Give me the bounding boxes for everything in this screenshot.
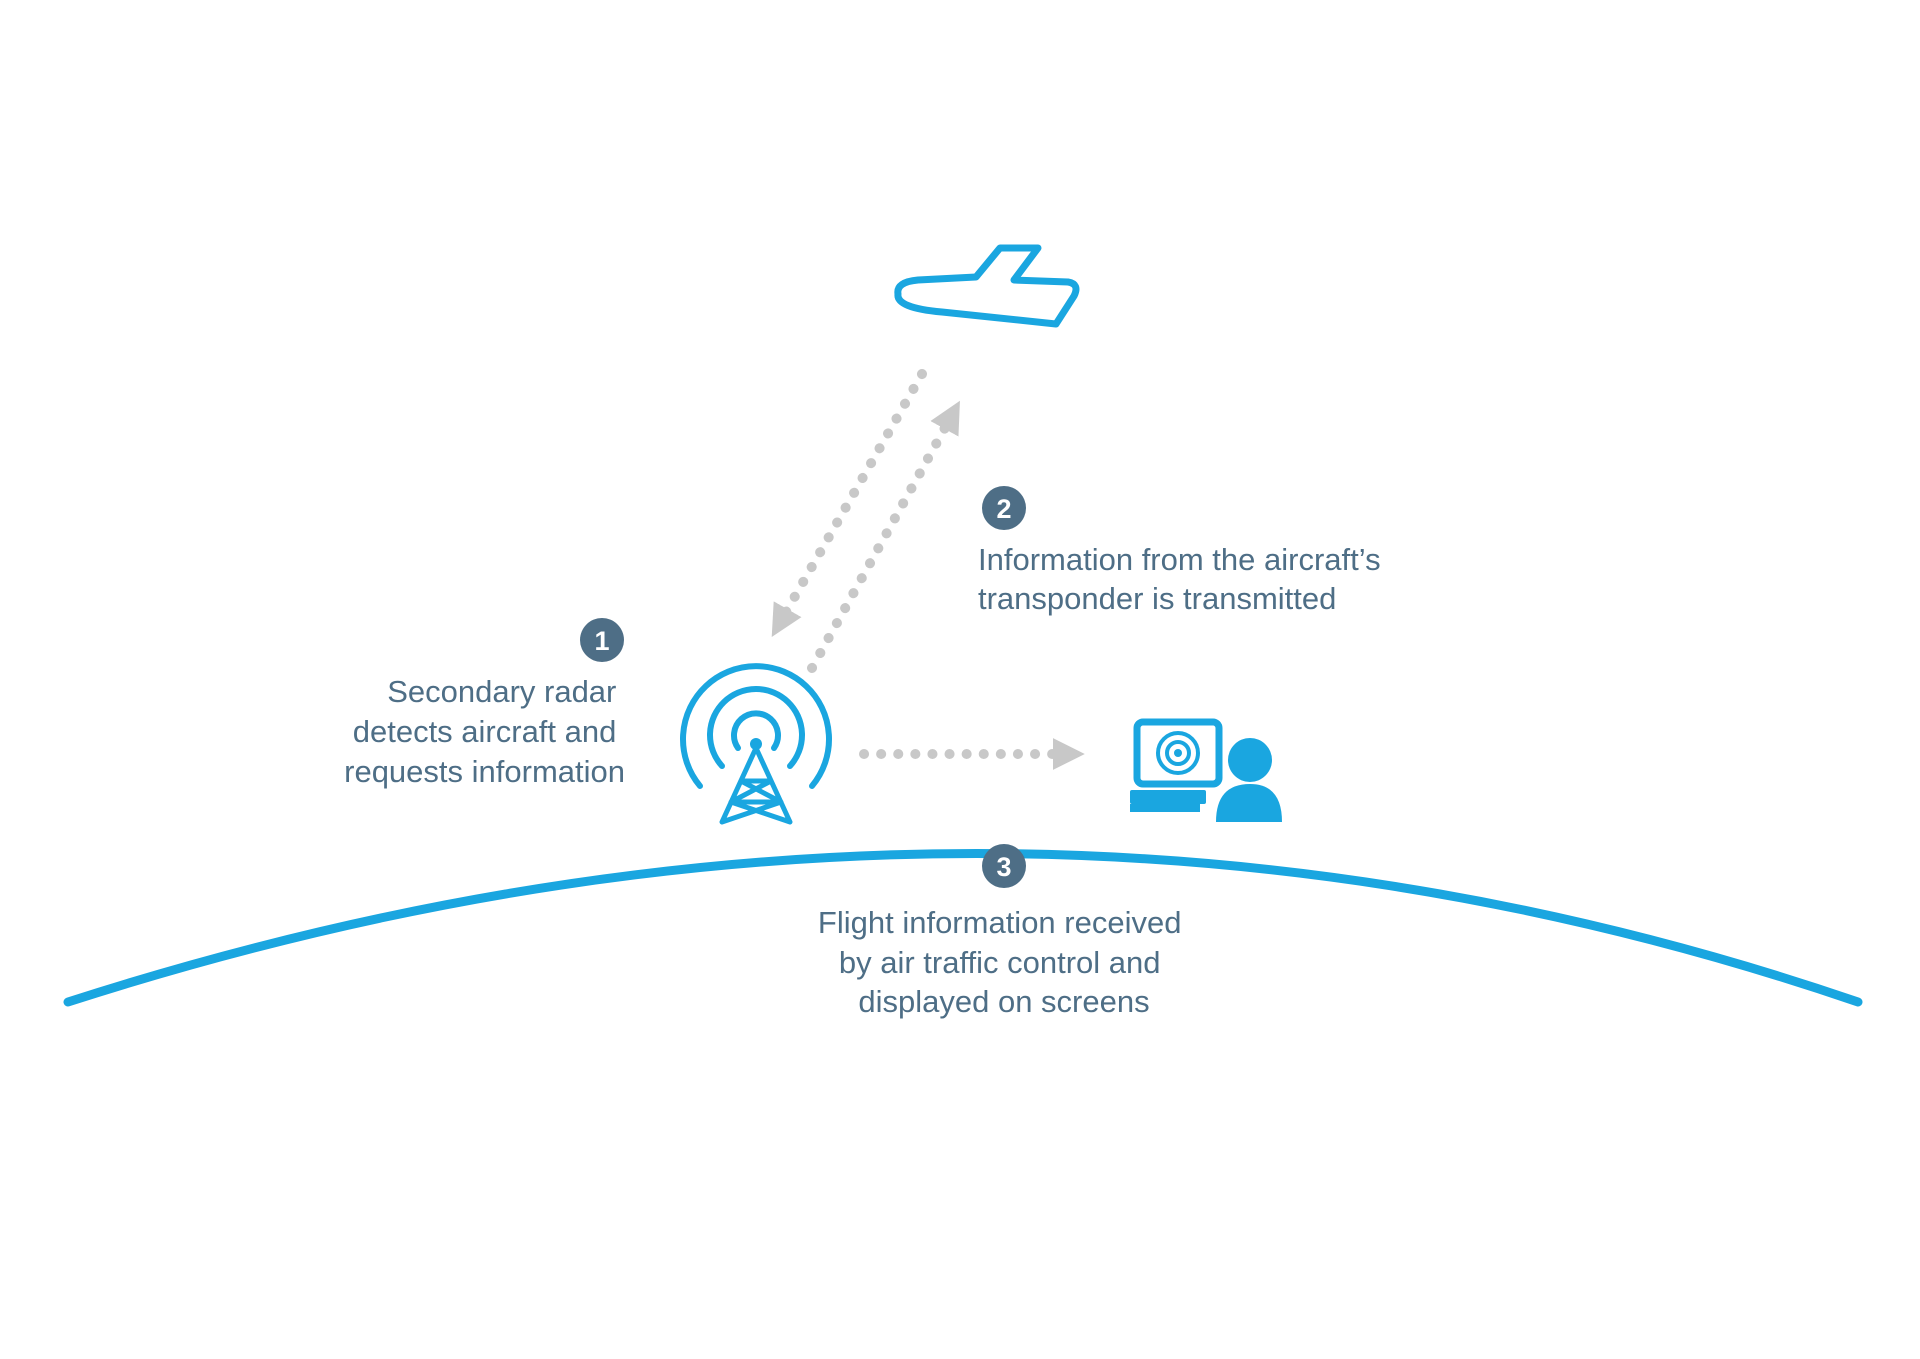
step-3-description: Flight information received by air traff… [818, 905, 1190, 1019]
airplane-icon [894, 244, 1080, 328]
step-3-line-2: by air traffic control and [839, 945, 1161, 980]
air-traffic-controller-icon [1130, 718, 1282, 822]
step-2-line-1: Information from the aircraft’s [978, 542, 1381, 577]
step-3-line-3: displayed on screens [858, 984, 1149, 1019]
radar-tower-icon [680, 663, 832, 825]
step-3: 3 Flight information received by air tra… [818, 844, 1190, 1019]
step-3-badge [982, 844, 1026, 888]
step-2-description: Information from the aircraft’s transpon… [978, 542, 1389, 616]
step-1-line-2: detects aircraft and [353, 714, 617, 749]
step-2: 2 Information from the aircraft’s transp… [978, 486, 1389, 616]
step-1-description: Secondary radar detects aircraft and req… [344, 674, 625, 789]
step-1-badge [580, 618, 624, 662]
step-3-number: 3 [996, 852, 1011, 882]
step-1-number: 1 [594, 626, 609, 656]
step-2-line-2: transponder is transmitted [978, 581, 1336, 616]
step-2-number: 2 [996, 494, 1011, 524]
signal-arrow-uplink [807, 400, 960, 673]
step-1-line-3: requests information [344, 754, 625, 789]
step-1: 1 Secondary radar detects aircraft and r… [344, 618, 625, 789]
signal-arrow-downlink [771, 369, 927, 638]
step-2-badge [982, 486, 1026, 530]
earth-horizon-line [63, 849, 1863, 1007]
step-1-line-1: Secondary radar [387, 674, 616, 709]
step-3-line-1: Flight information received [818, 905, 1182, 940]
